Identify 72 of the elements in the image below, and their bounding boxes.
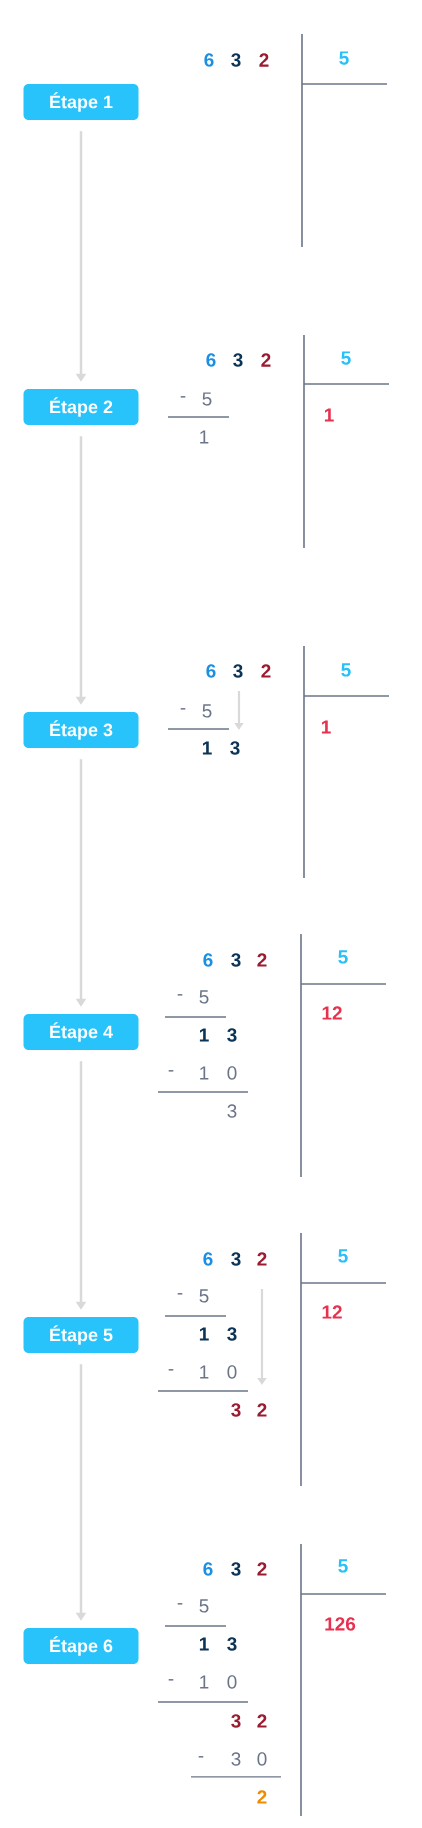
digit: 5 bbox=[202, 392, 212, 406]
minus-sign: - bbox=[180, 708, 186, 710]
digit: 2 bbox=[257, 1252, 267, 1266]
digit: 1 bbox=[200, 430, 209, 444]
digit: 3 bbox=[227, 1327, 237, 1341]
minus-sign: - bbox=[198, 1756, 204, 1758]
digit: 3 bbox=[231, 1403, 241, 1417]
digit: 1 bbox=[199, 1327, 209, 1341]
digit: 0 bbox=[227, 1066, 237, 1080]
digit: 3 bbox=[227, 1104, 237, 1118]
divisor: 5 bbox=[338, 1249, 348, 1263]
digit: 3 bbox=[231, 1562, 241, 1576]
digit: 3 bbox=[231, 53, 241, 67]
step-badge: Étape 3 bbox=[23, 712, 139, 748]
minus-sign: - bbox=[177, 1603, 183, 1605]
digit: 6 bbox=[206, 664, 216, 678]
step-badge: Étape 4 bbox=[23, 1014, 139, 1050]
quotient: 1 bbox=[324, 408, 334, 422]
digit: 1 bbox=[200, 1675, 209, 1689]
digit: 5 bbox=[202, 704, 212, 718]
digit: 6 bbox=[203, 1252, 213, 1266]
digit: 2 bbox=[259, 53, 269, 67]
minus-sign: - bbox=[177, 1293, 183, 1295]
digit: 1 bbox=[200, 1365, 209, 1379]
divisor: 5 bbox=[339, 51, 349, 65]
digit: 0 bbox=[227, 1675, 237, 1689]
digit: 1 bbox=[199, 1637, 209, 1651]
quotient: 126 bbox=[325, 1617, 356, 1631]
digit: 2 bbox=[261, 664, 271, 678]
digit: 3 bbox=[227, 1028, 237, 1042]
step-badge: Étape 6 bbox=[23, 1628, 139, 1664]
minus-sign: - bbox=[168, 1369, 174, 1371]
digit: 0 bbox=[257, 1752, 267, 1766]
digit: 5 bbox=[199, 1599, 209, 1613]
digit: 2 bbox=[261, 353, 271, 367]
quotient: 12 bbox=[322, 1006, 342, 1020]
digit: 1 bbox=[202, 741, 212, 755]
divisor: 5 bbox=[341, 351, 351, 365]
divisor: 5 bbox=[338, 1559, 348, 1573]
minus-sign: - bbox=[168, 1070, 174, 1072]
step-badge: Étape 2 bbox=[23, 389, 139, 425]
digit: 3 bbox=[231, 953, 241, 967]
digit: 1 bbox=[199, 1028, 209, 1042]
digit: 0 bbox=[227, 1365, 237, 1379]
digit: 6 bbox=[203, 953, 213, 967]
minus-sign: - bbox=[177, 994, 183, 996]
divisor: 5 bbox=[341, 663, 351, 677]
digit: 6 bbox=[204, 53, 214, 67]
digit: 2 bbox=[257, 953, 267, 967]
digit: 3 bbox=[231, 1252, 241, 1266]
remainder: 2 bbox=[257, 1790, 267, 1804]
divisor: 5 bbox=[338, 950, 348, 964]
digit: 1 bbox=[200, 1066, 209, 1080]
digit: 6 bbox=[206, 353, 216, 367]
minus-sign: - bbox=[168, 1679, 174, 1681]
minus-sign: - bbox=[180, 396, 186, 398]
digit: 2 bbox=[257, 1714, 267, 1728]
digit: 5 bbox=[199, 990, 209, 1004]
quotient: 12 bbox=[322, 1305, 342, 1319]
step-badge: Étape 5 bbox=[23, 1317, 139, 1353]
digit: 6 bbox=[203, 1562, 213, 1576]
digit: 5 bbox=[199, 1289, 209, 1303]
digit: 2 bbox=[257, 1562, 267, 1576]
digit: 3 bbox=[231, 1752, 241, 1766]
quotient: 1 bbox=[321, 720, 331, 734]
digit: 3 bbox=[233, 664, 243, 678]
digit: 2 bbox=[257, 1403, 267, 1417]
digit: 3 bbox=[230, 741, 240, 755]
step-badge: Étape 1 bbox=[23, 84, 139, 120]
digit: 3 bbox=[227, 1637, 237, 1651]
digit: 3 bbox=[233, 353, 243, 367]
digit: 3 bbox=[231, 1714, 241, 1728]
